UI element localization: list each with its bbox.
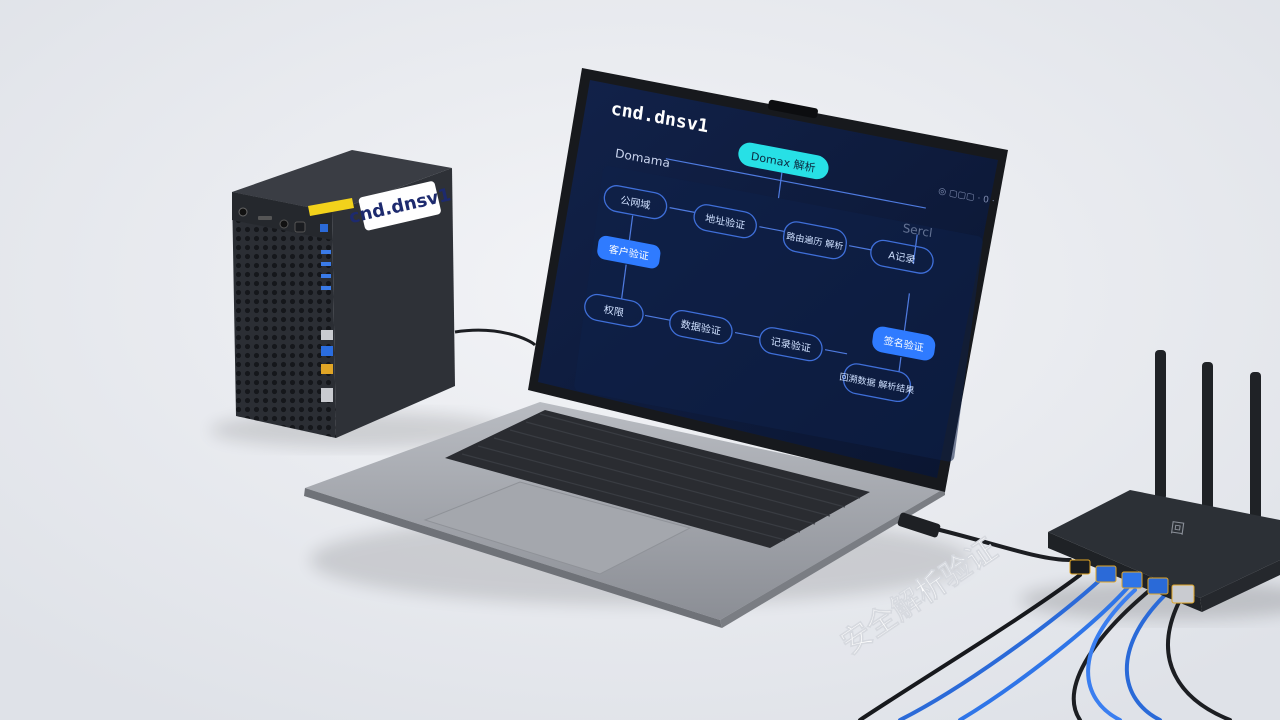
- flow-right-highlight[interactable]: [871, 325, 936, 362]
- router-logo: 回: [1169, 520, 1185, 538]
- router-antenna-3: [1250, 372, 1261, 520]
- server-tower: cnd.dnsv1: [232, 150, 455, 438]
- server-top: [232, 150, 452, 212]
- screen-content: cnd.dnsv1 Domax 解析 Domama Sercl ◎ ▢▢▢ · …: [574, 98, 995, 462]
- flow-node-4-label: A记录: [888, 249, 916, 266]
- top-node[interactable]: [737, 141, 830, 182]
- flow-left-highlight[interactable]: [596, 234, 661, 269]
- keyboard-keys: [461, 413, 861, 541]
- router-port-2[interactable]: [1095, 565, 1117, 583]
- server-reset-icon[interactable]: [279, 219, 289, 229]
- flow-panel: [574, 165, 983, 462]
- flow-node-3[interactable]: [782, 220, 848, 261]
- trackpad[interactable]: [423, 481, 692, 575]
- camera-notch: [768, 99, 818, 119]
- laptop-base-edge: [304, 488, 722, 628]
- server-usb-port: [258, 216, 272, 220]
- flow-node-5-label: 权限: [603, 303, 625, 319]
- flow-node-1[interactable]: [603, 183, 668, 220]
- server-status-led: [320, 224, 328, 232]
- server-front-panel: [232, 192, 332, 240]
- router-side: [1200, 560, 1280, 612]
- network-cables: [858, 528, 1232, 720]
- flow-node-2[interactable]: [693, 203, 758, 240]
- server-side: [332, 168, 455, 438]
- router: 回: [1048, 350, 1280, 612]
- server-cable: [454, 328, 537, 347]
- laptop-usb-plug: [897, 512, 941, 538]
- server-front-mesh: [232, 192, 336, 438]
- server-power-icon[interactable]: [238, 207, 248, 217]
- flow-node-8[interactable]: [842, 362, 912, 404]
- flow-node-5[interactable]: [583, 292, 644, 329]
- flow-node-4[interactable]: [869, 238, 934, 275]
- router-port-3[interactable]: [1121, 571, 1143, 589]
- flow-node-6[interactable]: [668, 308, 733, 345]
- server-sticker: [308, 198, 354, 216]
- flow-node-7[interactable]: [758, 326, 823, 363]
- router-port-4[interactable]: [1147, 577, 1169, 595]
- router-antenna-1: [1155, 350, 1166, 500]
- router-port-1[interactable]: [1069, 559, 1091, 575]
- keyboard[interactable]: [445, 410, 870, 548]
- flow-connectors: [621, 158, 926, 372]
- server-button[interactable]: [294, 221, 306, 233]
- server-port-column: [321, 250, 333, 402]
- router-port-5[interactable]: [1171, 584, 1195, 604]
- router-antenna-2: [1202, 362, 1213, 510]
- router-top: [1048, 490, 1280, 598]
- laptop-base-side: [720, 488, 945, 628]
